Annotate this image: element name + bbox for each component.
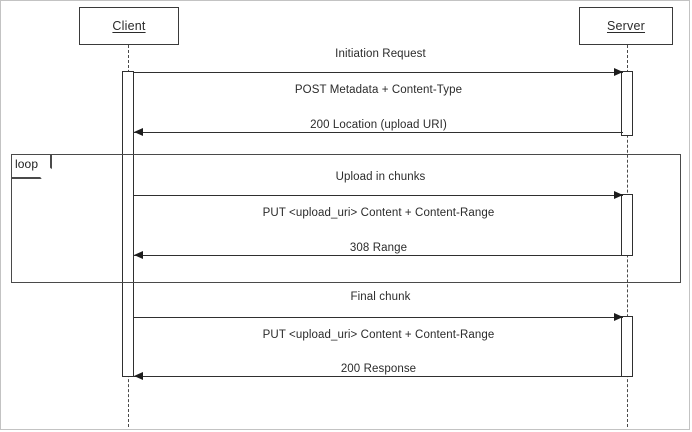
message-label-request-chunk: PUT <upload_uri> Content + Content-Range [262, 207, 495, 219]
message-label-response-final: 200 Response [340, 363, 417, 375]
message-line-request-chunk [134, 195, 623, 196]
fragment-loop-tab: loop [12, 155, 52, 179]
participant-client[interactable]: Client [79, 7, 179, 45]
arrow-head-request-initiation [614, 68, 623, 76]
participant-client-label: Client [112, 19, 146, 33]
message-label-request-initiation: POST Metadata + Content-Type [294, 84, 463, 96]
activation-bar-server-1 [621, 71, 633, 136]
activation-bar-client [122, 71, 134, 377]
activation-bar-server-3 [621, 316, 633, 377]
fragment-loop-tab-edge [12, 155, 51, 178]
message-group-label-initiation: Initiation Request [335, 48, 426, 60]
fragment-loop-label: loop [15, 157, 39, 171]
arrow-head-request-final [614, 313, 623, 321]
arrow-head-request-chunk [614, 191, 623, 199]
arrow-head-response-initiation [134, 128, 143, 136]
message-group-label-chunk: Upload in chunks [335, 171, 426, 183]
message-label-request-final: PUT <upload_uri> Content + Content-Range [262, 329, 495, 341]
message-line-request-final [134, 317, 623, 318]
message-line-response-initiation [134, 132, 623, 133]
message-line-response-final [134, 376, 623, 377]
message-line-request-initiation [134, 72, 623, 73]
activation-bar-server-2 [621, 194, 633, 256]
arrow-head-response-final [134, 372, 143, 380]
arrow-head-response-chunk [134, 251, 143, 259]
message-group-label-final: Final chunk [350, 291, 411, 303]
message-label-response-chunk: 308 Range [349, 242, 408, 254]
message-label-response-initiation: 200 Location (upload URI) [310, 119, 447, 131]
participant-server-label: Server [606, 19, 646, 33]
participant-server[interactable]: Server [579, 7, 673, 45]
message-line-response-chunk [134, 255, 623, 256]
